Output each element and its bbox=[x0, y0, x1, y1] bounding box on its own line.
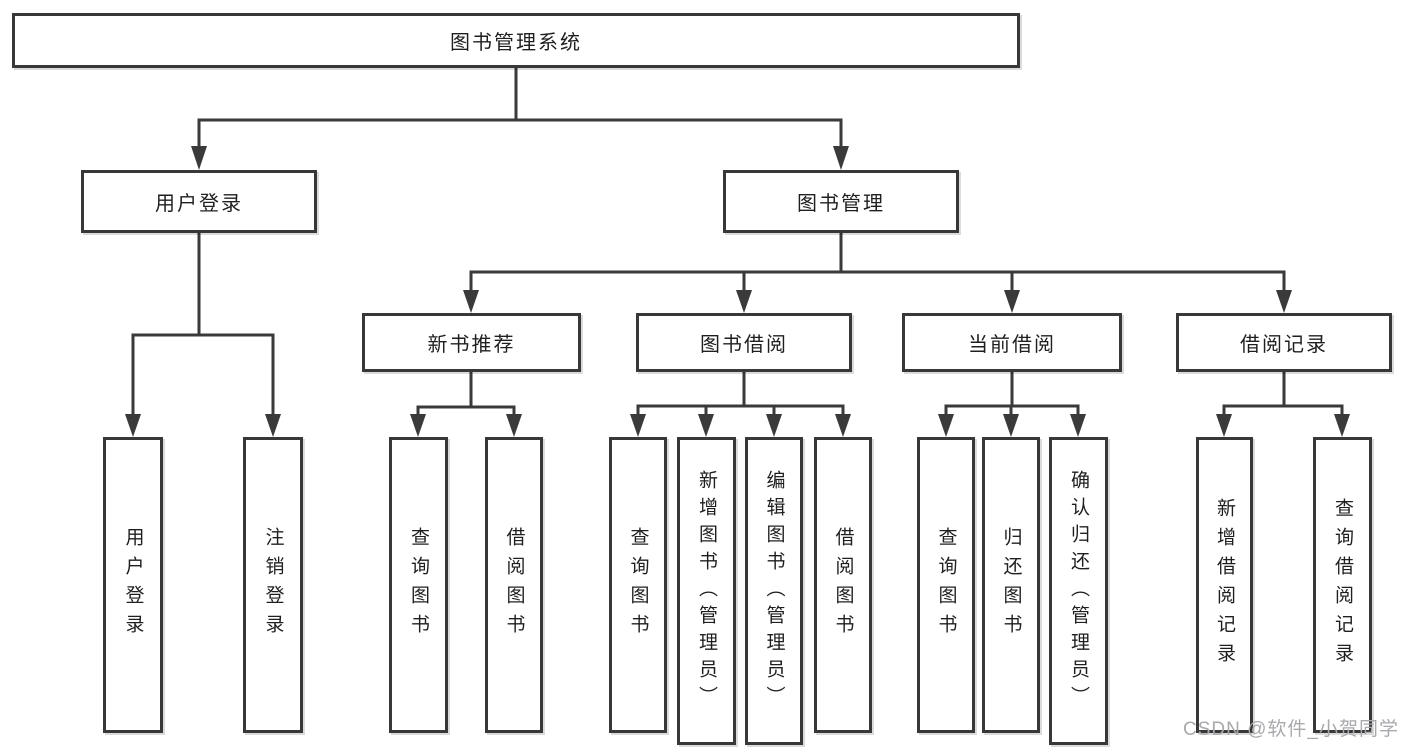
arrowhead bbox=[938, 414, 954, 437]
arrowhead bbox=[766, 414, 782, 437]
arrowhead bbox=[1276, 290, 1292, 313]
connector-lines bbox=[131, 68, 1344, 418]
arrowhead bbox=[833, 146, 849, 170]
arrowhead bbox=[410, 414, 426, 437]
leaf-return-books: 归还图书 bbox=[982, 437, 1040, 733]
arrowhead bbox=[1334, 414, 1350, 437]
arrowheads bbox=[125, 146, 1350, 437]
connector-root-to-level2 bbox=[197, 68, 843, 150]
node-new-book-recommendation: 新书推荐 bbox=[362, 313, 581, 372]
leaf-user-login: 用户登录 bbox=[103, 437, 163, 733]
arrowhead bbox=[1070, 414, 1086, 437]
connector-current-to-leaves bbox=[944, 372, 1080, 418]
arrowhead bbox=[835, 414, 851, 437]
node-user-login-branch: 用户登录 bbox=[81, 170, 317, 233]
arrowhead bbox=[1003, 414, 1019, 437]
connector-borrow-to-leaves bbox=[636, 372, 845, 418]
node-book-management-branch: 图书管理 bbox=[723, 170, 959, 233]
leaf-logout: 注销登录 bbox=[243, 437, 303, 733]
leaf-confirm-return-admin: 确认归还（管理员） bbox=[1049, 437, 1108, 745]
arrowhead bbox=[1216, 414, 1232, 437]
leaf-borrow-books-newbook: 借阅图书 bbox=[485, 437, 543, 733]
leaf-add-books-admin: 新增图书（管理员） bbox=[677, 437, 736, 745]
leaf-query-books-current: 查询图书 bbox=[917, 437, 975, 733]
leaf-query-books-borrowing: 查询图书 bbox=[609, 437, 667, 733]
arrowhead bbox=[125, 414, 141, 437]
leaf-borrow-books-borrowing: 借阅图书 bbox=[814, 437, 872, 733]
arrowhead bbox=[506, 414, 522, 437]
arrowhead bbox=[265, 414, 281, 437]
leaf-add-borrow-record: 新增借阅记录 bbox=[1196, 437, 1253, 733]
node-borrowing-records: 借阅记录 bbox=[1176, 313, 1392, 372]
arrowhead bbox=[736, 290, 752, 313]
node-book-borrowing: 图书借阅 bbox=[636, 313, 852, 372]
connector-newbook-to-leaves bbox=[416, 372, 516, 418]
leaf-query-borrow-record: 查询借阅记录 bbox=[1313, 437, 1372, 733]
arrowhead bbox=[1004, 290, 1020, 313]
arrowhead bbox=[463, 290, 479, 313]
node-current-borrowing: 当前借阅 bbox=[902, 313, 1122, 372]
node-library-management-system: 图书管理系统 bbox=[12, 13, 1020, 68]
leaf-edit-books-admin: 编辑图书（管理员） bbox=[745, 437, 803, 745]
csdn-watermark: CSDN @软件_小贺同学 bbox=[1183, 719, 1399, 740]
arrowhead bbox=[630, 414, 646, 437]
arrowhead bbox=[698, 414, 714, 437]
leaf-query-books-newbook: 查询图书 bbox=[389, 437, 448, 733]
arrowhead bbox=[191, 146, 207, 170]
connector-record-to-leaves bbox=[1222, 372, 1344, 418]
connector-userlogin-to-leaves bbox=[131, 233, 275, 418]
connector-bookmgmt-to-level3 bbox=[469, 233, 1286, 294]
